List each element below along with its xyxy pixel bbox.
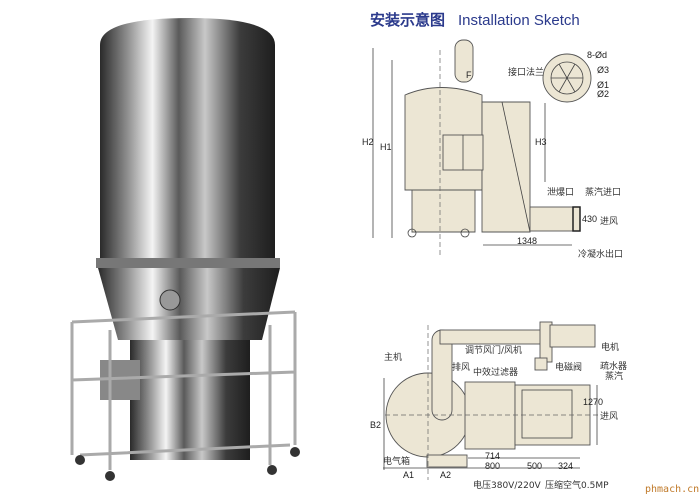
label-steam: 蒸汽 (605, 370, 623, 382)
dim-1348: 1348 (517, 236, 537, 246)
machine-photo (70, 18, 300, 481)
dim-d1: Ø1 (597, 80, 609, 90)
label-steam-inlet: 蒸汽进口 (585, 186, 621, 198)
label-damper-fan: 调节风门/风机 (465, 344, 522, 356)
label-air-inlet: 进风 (600, 216, 618, 227)
dim-d2: Ø2 (597, 89, 609, 99)
caster-wheel (267, 465, 277, 475)
dim-430: 430 (582, 214, 597, 224)
label-condensate-outlet: 冷凝水出口 (578, 248, 623, 260)
dim-a2: A2 (440, 470, 451, 480)
dim-a1: A1 (403, 470, 414, 480)
sight-glass (159, 289, 181, 311)
label-filter: 中效过滤器 (473, 366, 518, 378)
label-motor: 电机 (601, 341, 619, 353)
label-exhaust: 排风 (452, 361, 470, 373)
title-en: Installation Sketch (458, 12, 580, 29)
label-explosion-vent: 泄爆口 (547, 186, 574, 198)
dim-bolt: 8-Ød (587, 50, 607, 60)
label-compressed-air: 压缩空气0.5MP (545, 479, 609, 491)
caster-wheel (290, 447, 300, 457)
title-cn: 安装示意图 (370, 11, 445, 29)
dim-h1: H1 (380, 142, 392, 152)
cone-section (98, 268, 280, 340)
elevation-sketch (372, 39, 592, 255)
support-frame (70, 310, 297, 470)
drying-chamber (100, 18, 275, 262)
base-container (130, 340, 250, 460)
label-trap: 疏水器 (600, 360, 627, 372)
dim-500: 500 (527, 461, 542, 471)
dim-b2: B2 (370, 420, 381, 430)
label-control-box: 电气箱 (383, 455, 410, 467)
label-f: F (466, 70, 472, 80)
watermark: phmach.cn (645, 484, 699, 495)
plan-sketch (383, 321, 600, 480)
dim-324: 324 (558, 461, 573, 471)
dim-1270: 1270 (583, 397, 603, 407)
label-solenoid: 电磁阀 (555, 361, 582, 373)
dim-d3: Ø3 (597, 65, 609, 75)
label-voltage: 电压380V/220V (473, 479, 542, 491)
dim-714: 714 (485, 451, 500, 461)
label-main-unit: 主机 (384, 351, 402, 363)
dim-h2: H2 (362, 137, 374, 147)
chamber-flange (96, 258, 280, 268)
dim-800: 800 (485, 461, 500, 471)
caster-wheel (75, 455, 85, 465)
dim-h3: H3 (535, 137, 547, 147)
label-air-inlet-plan: 进风 (600, 411, 618, 422)
caster-wheel (105, 471, 115, 481)
label-flange: 接口法兰 (508, 66, 544, 78)
